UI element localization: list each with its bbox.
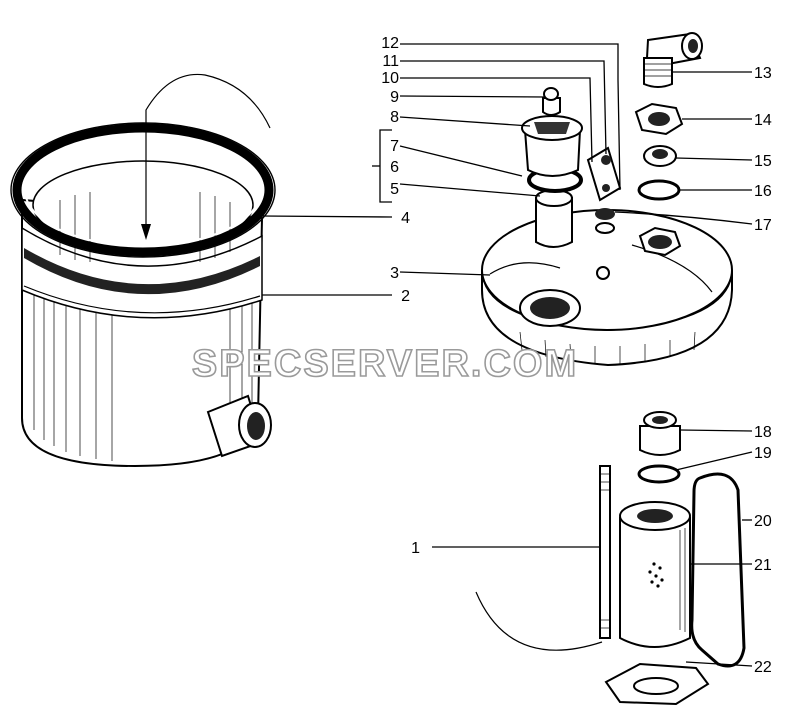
callout-1: 1 — [411, 540, 420, 557]
cover-edge-knurl — [519, 331, 696, 364]
callout-6: 6 — [390, 159, 399, 176]
callout-9: 9 — [390, 89, 399, 106]
callout-18: 18 — [754, 424, 772, 441]
callout-17: 17 — [754, 217, 772, 234]
callout-13: 13 — [754, 65, 772, 82]
seal-ring-4 — [12, 123, 274, 257]
filter-housing — [10, 73, 276, 468]
callout-16: 16 — [754, 183, 772, 200]
callout-2: 2 — [401, 288, 410, 305]
watermark-text: SPECSERVER.COM — [192, 343, 578, 385]
callout-3: 3 — [390, 265, 399, 282]
elbow-fitting-13 — [643, 32, 703, 88]
callout-20: 20 — [754, 513, 772, 530]
filter-cover — [481, 32, 733, 367]
callout-14: 14 — [754, 112, 772, 129]
callout-21: 21 — [754, 557, 772, 574]
callout-4: 4 — [401, 210, 410, 227]
housing-inner-wall — [59, 192, 231, 262]
callout-11: 11 — [382, 53, 399, 70]
callout-12: 12 — [381, 35, 399, 52]
callout-7: 7 — [390, 138, 399, 155]
callout-15: 15 — [754, 153, 772, 170]
cartridge-perforations — [648, 562, 664, 588]
callout-19: 19 — [754, 445, 772, 462]
filter-element-group — [475, 411, 746, 706]
callout-8: 8 — [390, 109, 399, 126]
housing-shading — [33, 270, 253, 461]
housing-spigot — [206, 394, 272, 458]
callout-10: 10 — [381, 70, 399, 87]
callout-22: 22 — [754, 659, 772, 676]
callout-labels: 12 11 10 9 8 7 6 5 4 3 2 13 14 15 16 17 … — [381, 35, 772, 676]
leader-lines — [261, 43, 753, 667]
callout-5: 5 — [390, 181, 399, 198]
